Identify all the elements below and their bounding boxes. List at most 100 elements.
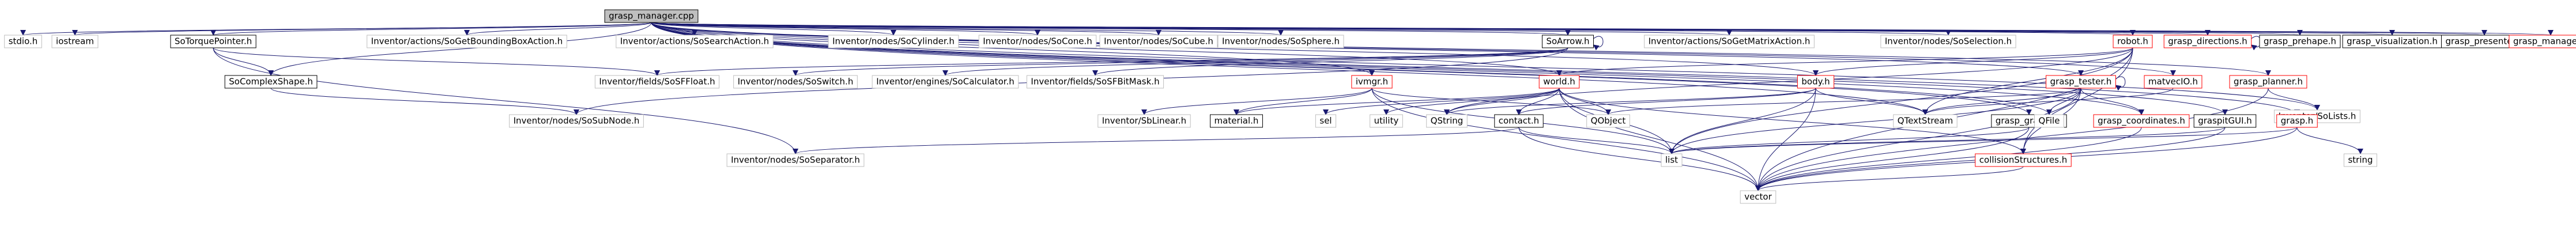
include-node-sotorque[interactable]: SoTorquePointer.h	[170, 35, 257, 48]
node-label: body.h	[1801, 77, 1830, 87]
node-label: collisionStructures.h	[1979, 155, 2067, 165]
edge-ivmgr-to-vector	[1371, 88, 1761, 191]
include-node-body[interactable]: body.h	[1797, 75, 1835, 89]
include-node-sel[interactable]: sel	[1315, 114, 1337, 128]
include-node-contact[interactable]: contact.h	[1494, 114, 1544, 128]
include-node-grasp[interactable]: grasp.h	[2276, 114, 2318, 128]
include-node-world[interactable]: world.h	[1538, 75, 1580, 89]
include-node-graspprehape[interactable]: grasp_prehape.h	[2259, 35, 2341, 48]
node-label: QObject	[1591, 116, 1626, 126]
node-box	[1370, 114, 1403, 128]
edge-body-to-list	[1669, 88, 1816, 154]
edge-layer	[20, 22, 2552, 191]
node-label: grasp_coordinates.h	[2098, 116, 2185, 127]
include-node-graspitgui[interactable]: graspitGUI.h	[2193, 114, 2257, 128]
edge-root-to-grasptester	[651, 22, 2084, 76]
root-node[interactable]: grasp_manager.cpp	[604, 9, 699, 23]
node-box	[170, 35, 257, 48]
node-label: SoComplexShape.h	[229, 77, 313, 87]
node-box	[1975, 153, 2072, 167]
edge-root-to-sogetbbox	[464, 22, 652, 36]
include-node-socone[interactable]: Inventor/nodes/SoCone.h	[978, 35, 1097, 48]
include-node-material[interactable]: material.h	[1210, 114, 1263, 128]
node-label: grasp_presenter.h	[2445, 36, 2523, 47]
node-label: Inventor/nodes/SoSphere.h	[1222, 36, 1340, 47]
include-node-vector[interactable]: vector	[1740, 190, 1777, 204]
node-label: vector	[1744, 192, 1772, 202]
node-label: Inventor/nodes/SoSubNode.h	[514, 116, 640, 126]
include-node-list[interactable]: list	[1661, 153, 1683, 167]
node-label: matvecIO.h	[2148, 77, 2198, 87]
include-node-socalculator[interactable]: Inventor/engines/SoCalculator.h	[872, 75, 1019, 89]
include-node-qobject[interactable]: QObject	[1586, 114, 1630, 128]
edge-root-to-socylinder	[651, 22, 896, 36]
include-node-graspvisualization[interactable]: grasp_visualization.h	[2342, 35, 2442, 48]
edge-matvecio-to-qtextstream	[1922, 88, 2174, 115]
edge-world-to-sel	[1323, 88, 1560, 115]
include-node-graspdirections[interactable]: grasp_directions.h	[2163, 35, 2252, 48]
include-node-soseparator[interactable]: Inventor/nodes/SoSeparator.h	[726, 153, 865, 167]
include-node-sosubnode[interactable]: Inventor/nodes/SoSubNode.h	[509, 114, 644, 128]
include-node-graspcoordinates[interactable]: grasp_coordinates.h	[2093, 114, 2190, 128]
node-box	[2046, 75, 2116, 89]
node-label: Inventor/actions/SoGetMatrixAction.h	[1649, 36, 1811, 47]
edge-root-to-world	[651, 22, 1562, 76]
node-box	[978, 35, 1097, 48]
node-box	[1661, 153, 1683, 167]
edge-ivmgr-to-material	[1234, 88, 1372, 115]
edge-ivmgr-to-sbl	[1141, 88, 1372, 115]
include-node-sosphere[interactable]: Inventor/nodes/SoSphere.h	[1217, 35, 1344, 48]
include-node-string[interactable]: string	[2343, 153, 2378, 167]
node-label: world.h	[1543, 77, 1575, 87]
include-node-iostream[interactable]: iostream	[51, 35, 99, 48]
edge-graspgraspit-to-list	[1669, 127, 2030, 154]
include-node-qstring[interactable]: QString	[1426, 114, 1468, 128]
include-node-socylinder[interactable]: Inventor/nodes/SoCylinder.h	[828, 35, 959, 48]
include-node-soarrow[interactable]: SoArrow.h	[1541, 35, 1594, 48]
include-node-soselection[interactable]: Inventor/nodes/SoSelection.h	[1880, 35, 2016, 48]
include-node-sosearch[interactable]: Inventor/actions/SoSearchAction.h	[616, 35, 774, 48]
node-label: stdio.h	[9, 36, 38, 47]
node-label: grasp_visualization.h	[2347, 36, 2438, 47]
include-node-graspplanner[interactable]: grasp_planner.h	[2229, 75, 2307, 89]
include-node-socomplexshape[interactable]: SoComplexShape.h	[224, 75, 318, 89]
include-node-grasptester[interactable]: grasp_tester.h	[2046, 75, 2116, 89]
node-label: graspitGUI.h	[2198, 116, 2252, 126]
node-box	[1538, 75, 1580, 89]
include-node-matvecio[interactable]: matvecIO.h	[2144, 75, 2202, 89]
node-box	[1740, 190, 1777, 204]
include-node-qfile[interactable]: QFile	[2034, 114, 2064, 128]
edge-robot-to-body	[1813, 47, 2133, 76]
include-node-socube[interactable]: Inventor/nodes/SoCube.h	[1099, 35, 1218, 48]
include-node-sosffloat[interactable]: Inventor/fields/SoSFFloat.h	[594, 75, 720, 89]
include-node-robot[interactable]: robot.h	[2113, 35, 2153, 48]
node-box	[2509, 35, 2576, 48]
node-box	[1494, 114, 1544, 128]
include-node-qtextstream[interactable]: QTextStream	[1893, 114, 1958, 128]
include-node-sogetbbox[interactable]: Inventor/actions/SoGetBoundingBoxAction.…	[367, 35, 567, 48]
node-box	[872, 75, 1019, 89]
node-label: robot.h	[2117, 36, 2148, 47]
include-node-ivmgr[interactable]: ivmgr.h	[1351, 75, 1393, 89]
node-box	[1351, 75, 1393, 89]
include-node-soswitch[interactable]: Inventor/nodes/SoSwitch.h	[733, 75, 858, 89]
edge-socomplexshape-to-sosubnode	[270, 88, 579, 115]
edge-root-to-graspplanner	[651, 22, 2271, 76]
include-node-graspmanager[interactable]: grasp_manager.h	[2509, 35, 2576, 48]
include-node-sogetmatrix[interactable]: Inventor/actions/SoGetMatrixAction.h	[1644, 35, 1815, 48]
edge-root-to-socone	[651, 22, 1040, 36]
include-node-sosfbitmask[interactable]: Inventor/fields/SoSFBitMask.h	[1026, 75, 1164, 89]
node-label: grasp_tester.h	[2050, 77, 2112, 88]
include-node-collisionstructures[interactable]: collisionStructures.h	[1975, 153, 2072, 167]
edge-grasptester-to-list	[1669, 88, 2081, 154]
include-node-sbl[interactable]: Inventor/SbLinear.h	[1097, 114, 1191, 128]
edge-world-to-collisionstructures	[1559, 88, 2026, 154]
node-label: Inventor/nodes/SoSelection.h	[1885, 36, 2012, 47]
node-label: SoArrow.h	[1546, 36, 1589, 47]
include-node-grasppresenter[interactable]: grasp_presenter.h	[2441, 35, 2528, 48]
node-label: Inventor/fields/SoSFFloat.h	[599, 77, 715, 87]
include-node-stdio[interactable]: stdio.h	[4, 35, 42, 48]
edge-grasptester-to-graspcoordinates	[2080, 88, 2144, 115]
node-label: QString	[1431, 116, 1464, 126]
include-node-utility[interactable]: utility	[1370, 114, 1403, 128]
